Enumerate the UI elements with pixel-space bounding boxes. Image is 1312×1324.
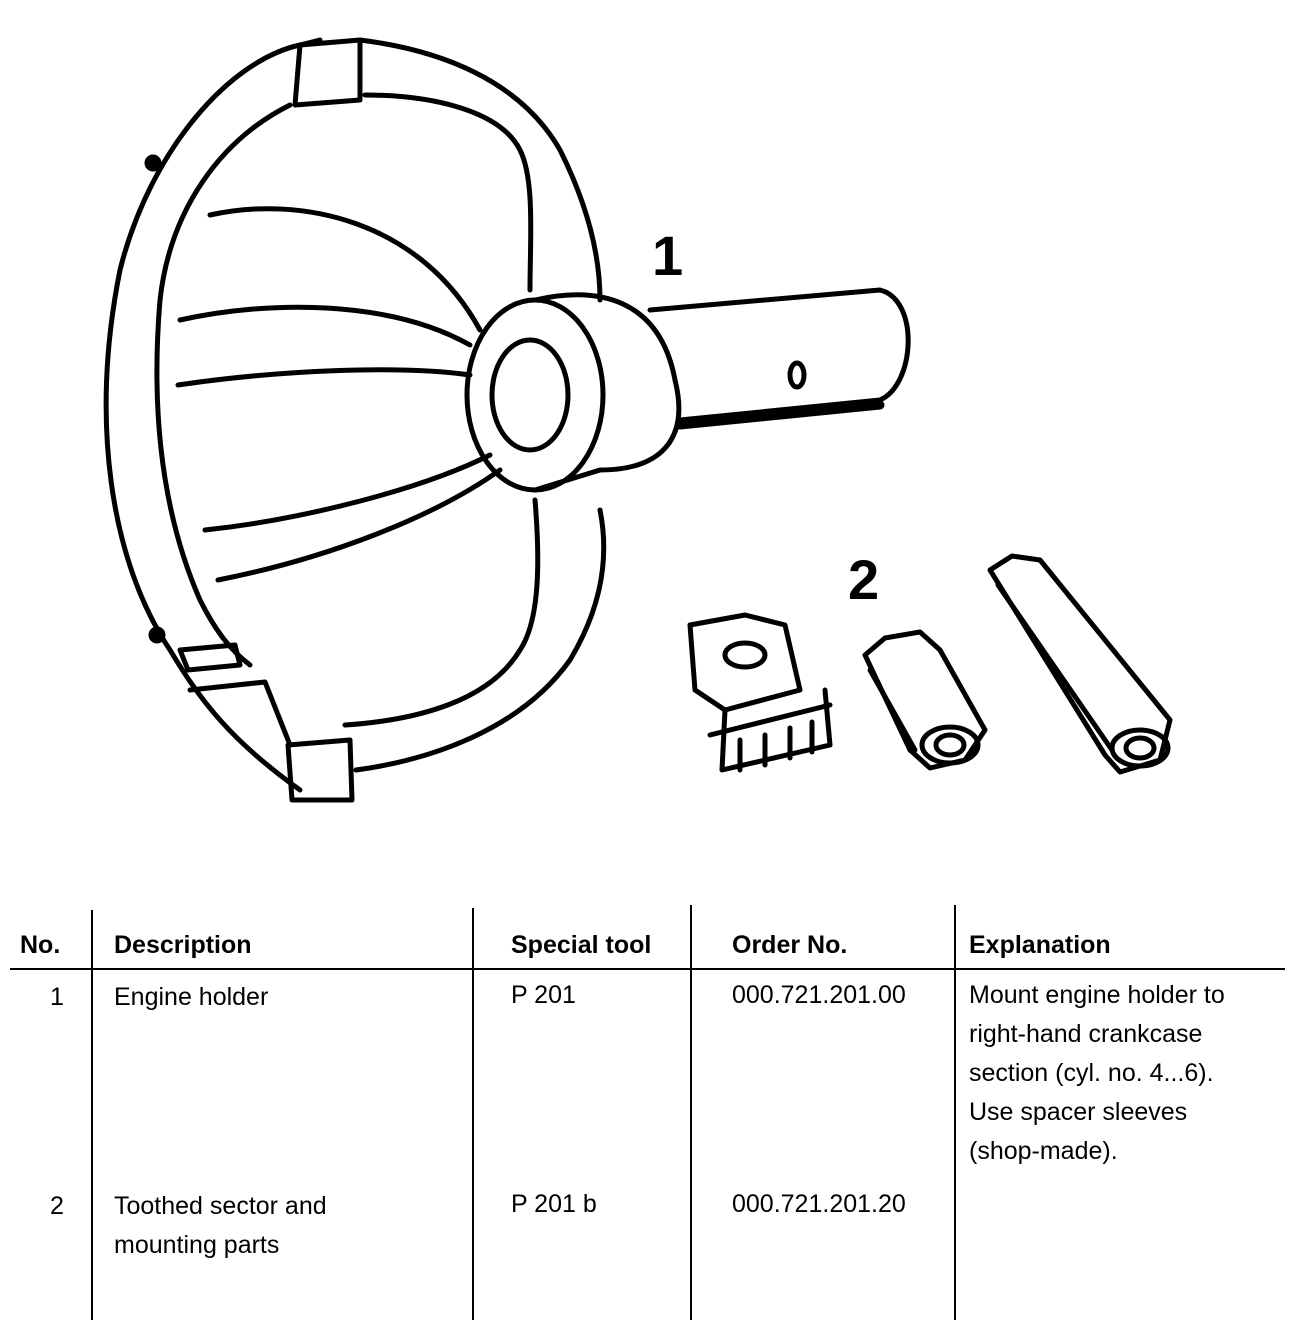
callout-number-2: 2 — [848, 548, 880, 611]
header-no: No. — [20, 931, 61, 959]
row-2-order-no: 000.721.201.20 — [732, 1190, 906, 1218]
column-divider — [954, 905, 956, 1320]
row-2-special-tool: P 201 b — [511, 1190, 597, 1218]
row-1-special-tool: P 201 — [511, 981, 576, 1009]
row-2-no: 2 — [50, 1192, 64, 1220]
header-rule — [10, 968, 1285, 970]
special-tools-illustration — [103, 37, 1173, 803]
toothed-sector-drawing — [687, 612, 833, 773]
row-1-order-no: 000.721.201.00 — [732, 981, 906, 1009]
header-explanation: Explanation — [969, 931, 1111, 959]
header-order-no: Order No. — [732, 931, 848, 959]
row-1-description: Engine holder — [114, 983, 269, 1011]
spacer-sleeve-long-drawing — [987, 553, 1173, 775]
callout-number-1: 1 — [652, 224, 684, 287]
engine-holder-drawing — [103, 37, 911, 803]
row-1-no: 1 — [50, 983, 64, 1011]
column-divider — [91, 910, 93, 1320]
column-divider — [690, 905, 692, 1320]
header-description: Description — [114, 931, 252, 959]
row-2-description: Toothed sector and mounting parts — [114, 1192, 327, 1259]
header-special-tool: Special tool — [511, 931, 652, 959]
row-1-explanation: Mount engine holder to right-hand crankc… — [969, 981, 1225, 1165]
spacer-sleeve-short-drawing — [862, 629, 988, 771]
column-divider — [472, 908, 474, 1320]
